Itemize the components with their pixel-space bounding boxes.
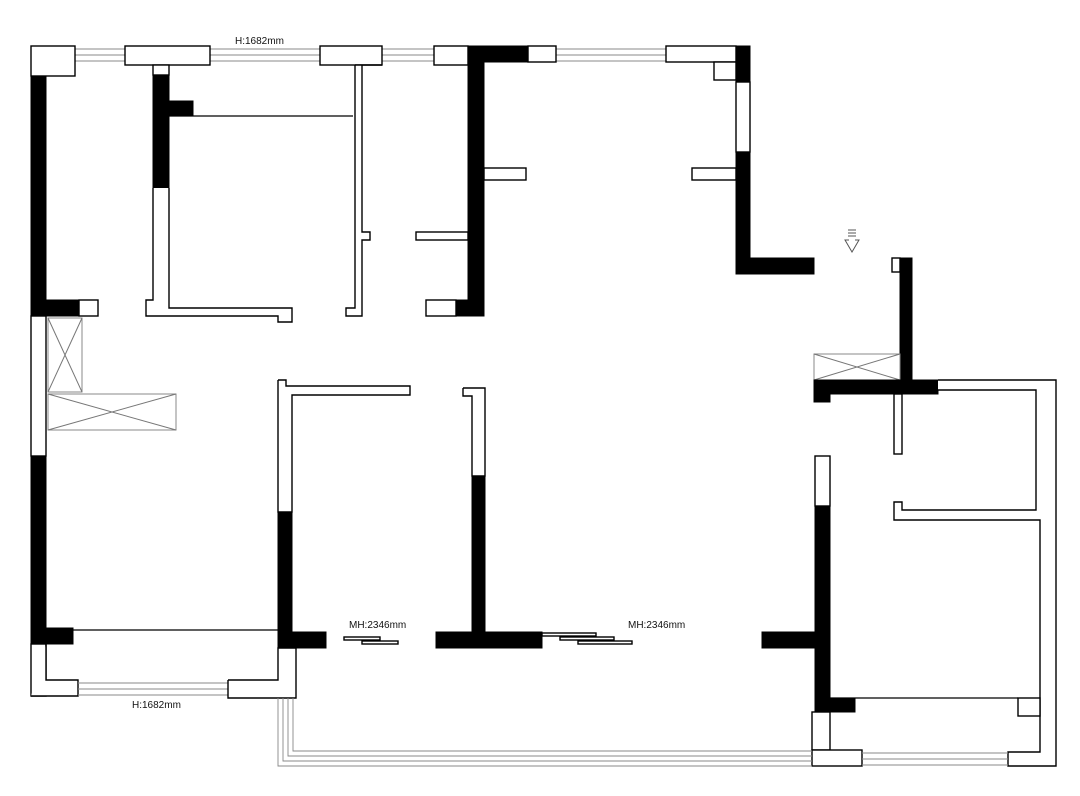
down-arrow-icon [844, 229, 860, 253]
bottom-window-height-label: H:1682mm [132, 700, 181, 711]
right-upper-wall [691, 81, 815, 275]
top-walls [30, 45, 751, 83]
bottom-left-room [31, 629, 297, 699]
left-walls [30, 75, 99, 697]
sliding-doors [343, 632, 633, 645]
left-door-height-label: MH:2346mm [349, 620, 406, 631]
central-wall [415, 61, 527, 317]
middle-walls [277, 379, 543, 649]
right-walls [761, 257, 1057, 767]
top-window-height-label: H:1682mm [235, 36, 284, 47]
left-storage [47, 317, 177, 431]
top-windows [75, 48, 666, 62]
center-door-height-label: MH:2346mm [628, 620, 685, 631]
balcony-railing [277, 698, 812, 767]
upper-left-room [145, 64, 382, 323]
